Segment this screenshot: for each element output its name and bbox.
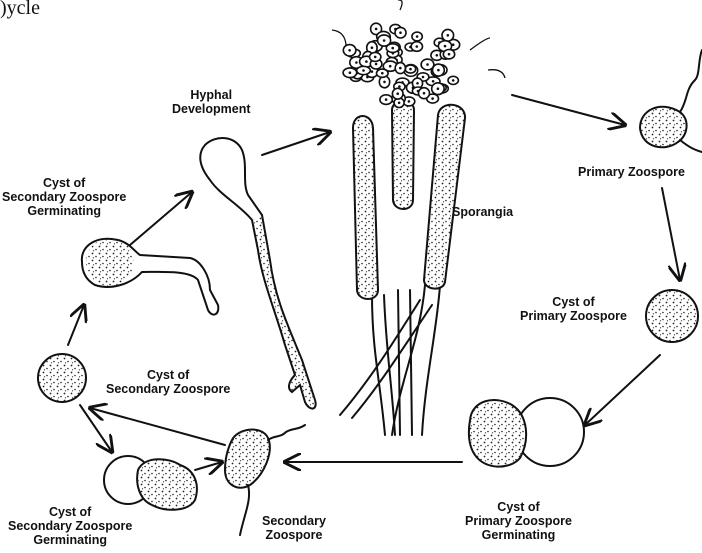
spore-nucleus: [385, 98, 388, 101]
spore-nucleus: [444, 45, 447, 48]
label-cyst-secondary-germinating-bottom: Cyst of Secondary Zoospore Germinating: [8, 505, 132, 547]
spore-nucleus: [431, 97, 434, 100]
sporangium-left: [353, 116, 378, 299]
spore-nucleus: [423, 92, 426, 95]
label-secondary-zoospore: Secondary Zoospore: [262, 514, 326, 542]
flagellum: [470, 38, 490, 50]
spore-nucleus: [426, 63, 429, 66]
spore-nucleus: [374, 56, 377, 59]
spore-nucleus: [408, 100, 411, 103]
spore-nucleus: [375, 28, 378, 31]
spore-nucleus: [447, 34, 450, 37]
primary-zoospore: [640, 50, 702, 152]
spore-nucleus: [396, 92, 399, 95]
spore-nucleus: [452, 79, 455, 82]
label-primary-zoospore: Primary Zoospore: [578, 165, 685, 179]
spore-nucleus: [375, 63, 378, 66]
label-cyst-primary-germinating: Cyst of Primary Zoospore Germinating: [465, 500, 572, 542]
spore-nucleus: [398, 102, 401, 105]
spore-nucleus: [416, 82, 419, 85]
spore-nucleus: [416, 35, 419, 38]
spore-nucleus: [371, 46, 374, 49]
spore-nucleus: [391, 47, 394, 50]
spore-nucleus: [355, 61, 358, 64]
cyst-secondary-germinating-top: [82, 238, 218, 315]
cyst-secondary-zoospore: [38, 354, 86, 402]
spore-nucleus: [437, 69, 440, 72]
sporangium-right: [424, 105, 465, 289]
spore-nucleus: [383, 39, 386, 42]
cyst-secondary-germinating-bottom: [104, 456, 197, 510]
spore-nucleus: [409, 68, 412, 71]
cyst-primary-zoospore: [646, 290, 698, 342]
cyst-primary-germinating: [469, 398, 584, 467]
spore-nucleus: [381, 72, 384, 75]
spore-nucleus: [362, 69, 365, 72]
label-sporangia: Sporangia: [452, 205, 513, 219]
spore-nucleus: [349, 71, 352, 74]
label-cyst-secondary-zoospore: Cyst of Secondary Zoospore: [106, 368, 230, 396]
flagellum: [398, 0, 402, 10]
spore-nucleus: [422, 76, 425, 79]
spore-nucleus: [437, 87, 440, 90]
released-spore-mass: [332, 0, 505, 108]
spore-nucleus: [448, 53, 451, 56]
label-cyst-secondary-germinating-top: Cyst of Secondary Zoospore Germinating: [2, 176, 126, 218]
label-cyst-primary-zoospore: Cyst of Primary Zoospore: [520, 295, 627, 323]
sporangia-stalks: [340, 285, 440, 435]
spore-nucleus: [365, 60, 368, 63]
label-hyphal-development: Hyphal Development: [172, 88, 251, 116]
spore-nucleus: [348, 49, 351, 52]
header-fragment: )ycle: [0, 0, 40, 19]
spore-nucleus: [399, 67, 402, 70]
spore-nucleus: [399, 31, 402, 34]
flagellum: [488, 70, 505, 78]
sporangium-middle: [392, 101, 414, 209]
spore-nucleus: [398, 85, 401, 88]
flagellum: [332, 30, 346, 45]
spore-nucleus: [436, 54, 439, 57]
spore-nucleus: [389, 65, 392, 68]
spore-nucleus: [383, 81, 386, 84]
spore-nucleus: [432, 80, 435, 83]
spore-nucleus: [416, 45, 419, 48]
